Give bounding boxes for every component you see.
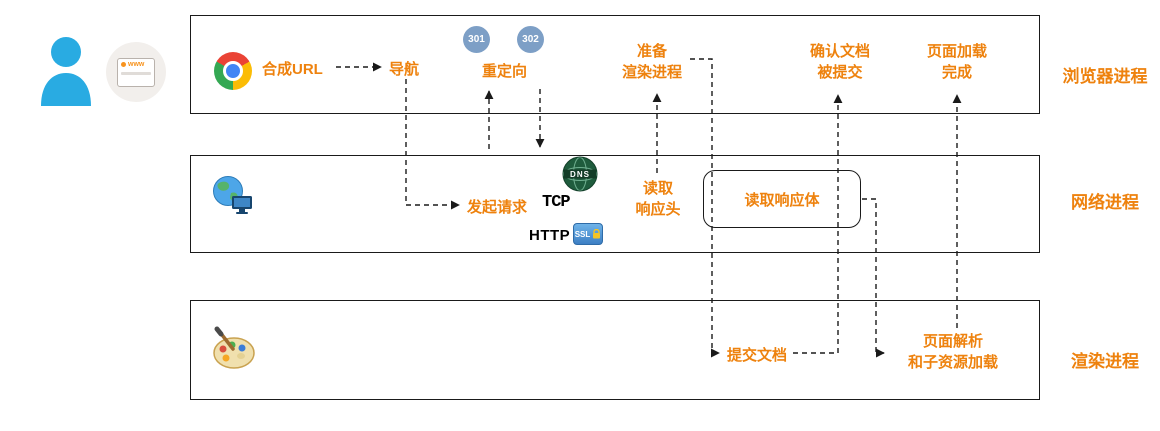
chrome-icon-center (223, 61, 243, 81)
redirect-301-badge: 301 (463, 26, 490, 53)
mini-browser-dot-icon (121, 61, 126, 67)
network-process-lane (190, 155, 1040, 253)
mini-browser-titlebar: www (118, 59, 154, 70)
mini-browser-content (121, 71, 151, 75)
lock-icon (593, 229, 601, 239)
dns-globe-graphic (562, 156, 598, 192)
step-redirect: 重定向 (482, 63, 528, 80)
render-process-lane (190, 300, 1040, 400)
redirect-302-badge: 302 (517, 26, 544, 53)
lane-label-browser-process: 浏览器进程 (1062, 67, 1148, 86)
step-page-load-done: 页面加载 完成 (926, 43, 987, 81)
step-read-response-body: 读取响应体 (744, 191, 820, 209)
step-send-request: 发起请求 (467, 199, 528, 216)
ssl-certificate-icon: SSL (573, 223, 603, 245)
step-confirm-commit: 确认文档 被提交 (809, 43, 870, 81)
step-read-response-header: 读取 响应头 (635, 180, 681, 218)
render-process-icon (213, 326, 255, 369)
dns-label: DNS (570, 169, 590, 179)
mini-browser-window: www (117, 57, 155, 87)
browser-process-lane (190, 15, 1040, 114)
step-prepare-renderer: 准备 渲染进程 (621, 43, 682, 81)
mini-browser-label: www (128, 60, 145, 68)
http-protocol-label: HTTP (529, 227, 571, 244)
step-compose-url: 合成URL (262, 61, 323, 78)
network-process-icon (213, 176, 252, 214)
chrome-icon (214, 52, 252, 90)
step-commit-document: 提交文档 (727, 347, 788, 364)
read-response-body-box: 读取响应体 (703, 170, 861, 228)
ssl-label: SSL (574, 229, 591, 239)
tcp-protocol-label: TCP (542, 193, 571, 212)
browser-window-icon: www (106, 42, 166, 102)
dns-globe-icon: DNS (562, 156, 598, 192)
step-navigate: 导航 (389, 61, 420, 78)
step-parse-and-load: 页面解析 和子资源加载 (907, 333, 998, 371)
lane-label-network-process: 网络进程 (1071, 193, 1139, 212)
user-icon (41, 37, 91, 106)
lane-label-render-process: 渲染进程 (1071, 352, 1139, 371)
